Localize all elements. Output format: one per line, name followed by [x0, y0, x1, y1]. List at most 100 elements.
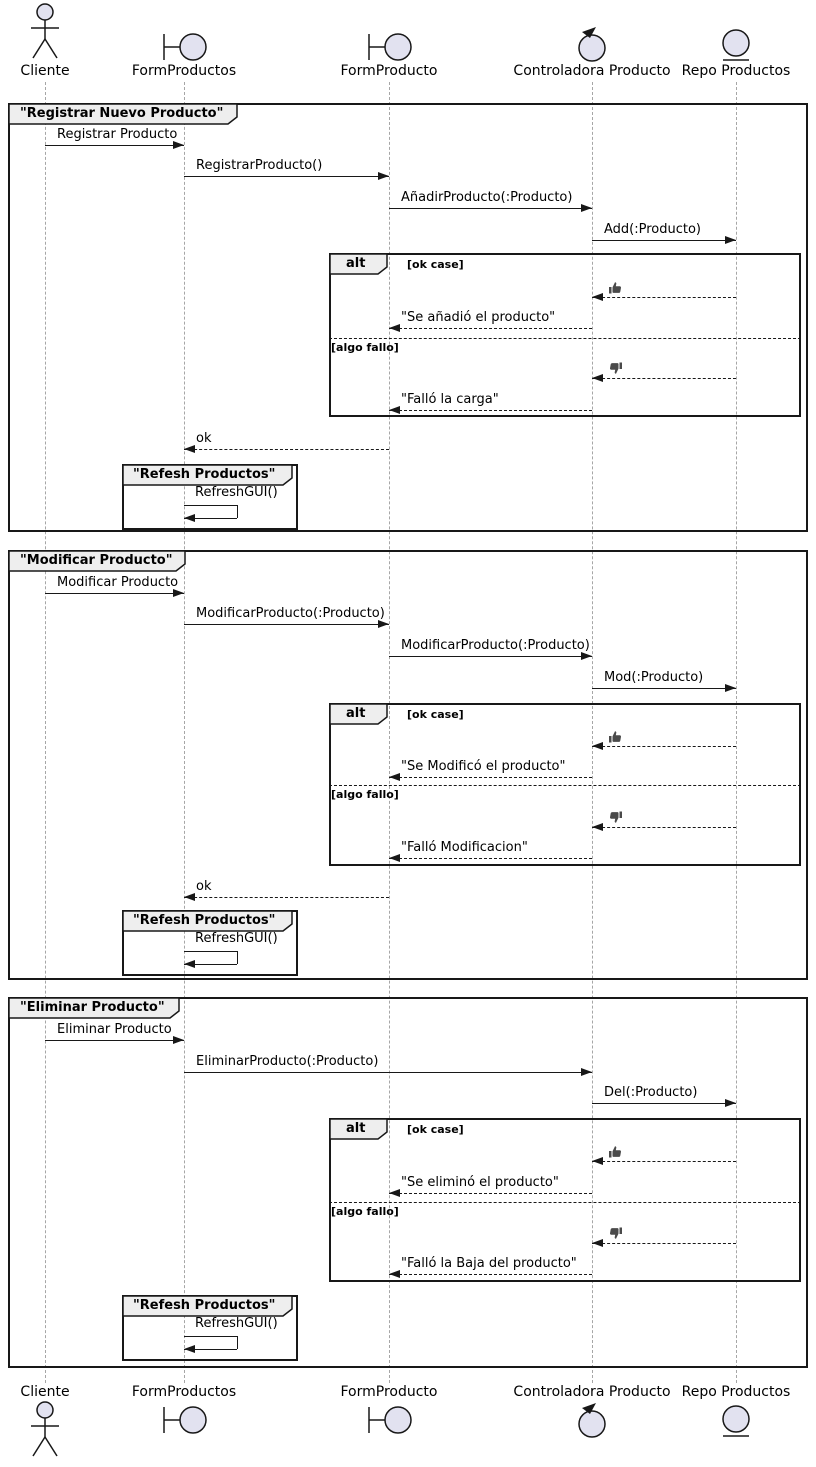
arrowhead: [173, 589, 184, 597]
arrowhead: [725, 236, 736, 244]
message-arrow: [389, 410, 592, 411]
ref-frame-tab: [122, 464, 293, 490]
actor-icon: [23, 2, 67, 66]
message-label: Registrar Producto: [57, 127, 178, 142]
guard-label: [algo fallo]: [331, 341, 399, 354]
thumbs-down-icon: [608, 1226, 623, 1245]
alt-operator-label: alt: [346, 706, 366, 721]
alt-fragment: [329, 703, 801, 866]
lifeline-4: [736, 82, 737, 1383]
arrowhead: [173, 141, 184, 149]
message-arrow: [592, 297, 736, 298]
arrowhead: [581, 652, 592, 660]
alt-operator-label: alt: [346, 1121, 366, 1136]
ref-frame-title: "Refesh Productos": [133, 467, 276, 482]
arrowhead: [184, 960, 195, 968]
arrowhead: [184, 893, 195, 901]
thumbs-up-icon: [608, 729, 623, 748]
message-arrow: [592, 827, 736, 828]
alt-divider: [329, 1202, 801, 1203]
arrowhead: [389, 854, 400, 862]
self-message-label: RefreshGUI(): [195, 931, 278, 946]
alt-divider: [329, 785, 801, 786]
alt-tab: [329, 1118, 388, 1144]
message-arrow: [592, 746, 736, 747]
entity-icon: [719, 28, 753, 70]
arrowhead: [378, 620, 389, 628]
message-arrow: [45, 1040, 184, 1041]
ref-frame-tab: [122, 910, 293, 936]
message-arrow: [389, 858, 592, 859]
arrowhead: [173, 1036, 184, 1044]
arrowhead: [592, 374, 603, 382]
guard-label: [ok case]: [407, 258, 464, 271]
message-arrow: [592, 688, 736, 689]
lifeline-3: [592, 82, 593, 1383]
message-label: ModificarProducto(:Producto): [196, 606, 385, 621]
message-arrow: [389, 208, 592, 209]
message-label: EliminarProducto(:Producto): [196, 1054, 379, 1069]
message-label: "Falló la Baja del producto": [401, 1256, 577, 1271]
participant-label: Repo Productos: [681, 63, 791, 79]
control-icon: [575, 26, 609, 68]
message-label: AñadirProducto(:Producto): [401, 190, 573, 205]
self-message: [184, 518, 237, 519]
self-message: [184, 505, 237, 506]
participant-label: Cliente: [20, 63, 70, 79]
arrowhead: [592, 1157, 603, 1165]
self-message: [237, 951, 238, 964]
arrowhead: [184, 1345, 195, 1353]
message-label: "Se eliminó el producto": [401, 1175, 559, 1190]
ref-frame-title: "Refesh Productos": [133, 1298, 276, 1313]
boundary-icon: [160, 31, 208, 67]
thumbs-down-icon: [608, 810, 623, 829]
participant-label: FormProducto: [340, 63, 438, 79]
participant-label: FormProductos: [131, 1384, 237, 1400]
alt-tab: [329, 703, 388, 729]
message-arrow: [184, 449, 389, 450]
message-arrow: [592, 378, 736, 379]
participant-label: Controladora Producto: [513, 63, 671, 79]
message-label: Eliminar Producto: [57, 1022, 172, 1037]
boundary-icon: [365, 1404, 413, 1440]
guard-label: [algo fallo]: [331, 1205, 399, 1218]
self-message: [184, 1336, 237, 1337]
self-message: [237, 505, 238, 518]
ref-frame-title: "Refesh Productos": [133, 913, 276, 928]
message-label: "Se añadió el producto": [401, 310, 556, 325]
participant-label: Controladora Producto: [513, 1384, 671, 1400]
message-arrow: [389, 777, 592, 778]
message-label: "Se Modificó el producto": [401, 759, 566, 774]
participant-label: Cliente: [20, 1384, 70, 1400]
frame-tab: [8, 103, 238, 129]
self-message: [237, 1336, 238, 1349]
alt-tab: [329, 253, 388, 279]
arrowhead: [389, 1270, 400, 1278]
arrowhead: [725, 684, 736, 692]
message-label: Del(:Producto): [604, 1085, 698, 1100]
self-message: [184, 1349, 237, 1350]
boundary-icon: [160, 1404, 208, 1440]
arrowhead: [581, 204, 592, 212]
message-arrow: [389, 328, 592, 329]
alt-operator-label: alt: [346, 256, 366, 271]
message-arrow: [592, 1161, 736, 1162]
thumbs-down-icon: [608, 361, 623, 380]
message-arrow: [592, 240, 736, 241]
arrowhead: [184, 514, 195, 522]
arrowhead: [184, 445, 195, 453]
message-label: ok: [196, 431, 212, 446]
alt-divider: [329, 338, 801, 339]
frame-1: [8, 550, 808, 980]
message-arrow: [389, 656, 592, 657]
alt-fragment: [329, 253, 801, 417]
entity-icon: [719, 1404, 753, 1446]
guard-label: [algo fallo]: [331, 788, 399, 801]
frame-2: [8, 997, 808, 1368]
ref-frame-tab: [122, 1295, 293, 1321]
message-arrow: [389, 1274, 592, 1275]
actor-icon: [23, 1400, 67, 1464]
arrowhead: [592, 293, 603, 301]
frame-0: [8, 103, 808, 532]
